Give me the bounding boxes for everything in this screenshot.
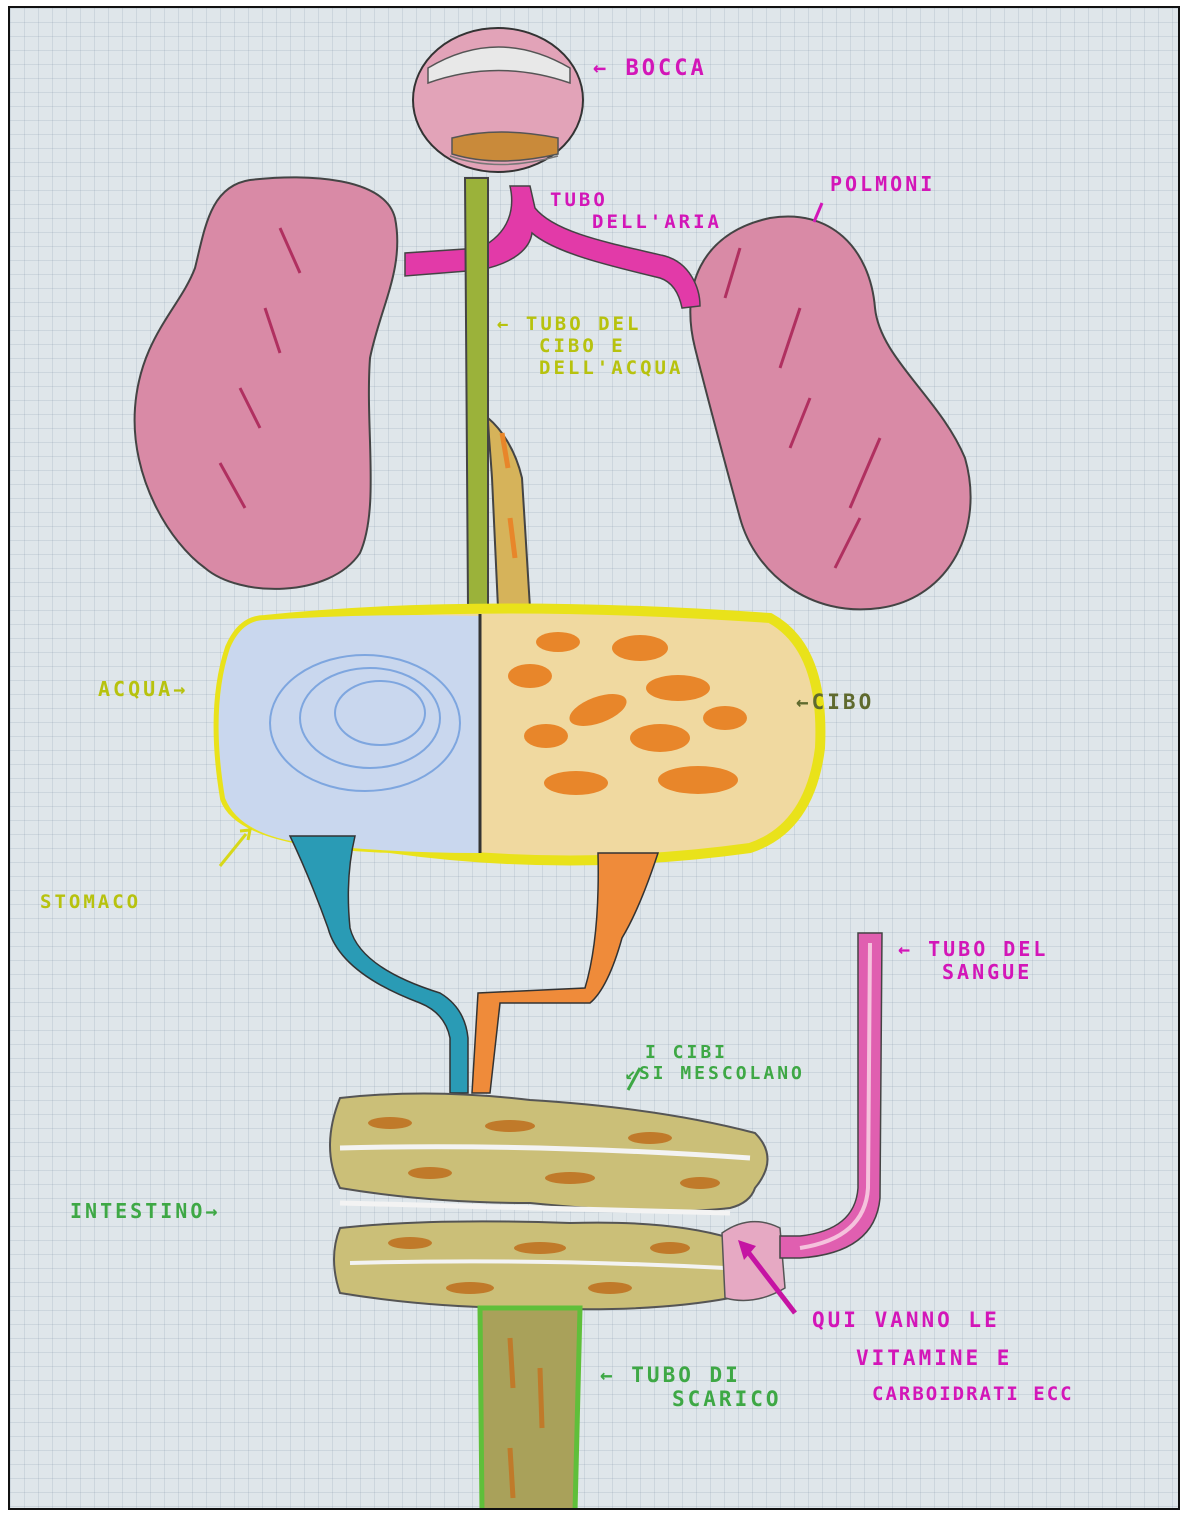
label-qui-vanno: QUI VANNO LE VITAMINE E CARBOIDRATI ECC xyxy=(812,1308,1074,1406)
label-tubo-aria: TUBO DELL'ARIA xyxy=(550,190,722,234)
label-stomaco: STOMACO xyxy=(40,892,141,914)
right-lung xyxy=(690,216,970,609)
label-qui-vanno-line1: QUI VANNO LE xyxy=(812,1308,1074,1332)
label-qui-vanno-line2: VITAMINE E xyxy=(856,1346,1074,1370)
label-tubo-sangue-line2: SANGUE xyxy=(942,961,1048,984)
label-tubo-scarico-line1: ← TUBO DI xyxy=(600,1363,782,1387)
label-tubo-scarico: ← TUBO DI SCARICO xyxy=(600,1363,782,1411)
label-polmoni: POLMONI xyxy=(830,173,935,196)
label-qui-vanno-line3: CARBOIDRATI ECC xyxy=(872,1384,1074,1406)
mouth xyxy=(413,28,583,172)
intestine xyxy=(330,1093,785,1309)
label-si-mescolano-line2: ↙SI MESCOLANO xyxy=(625,1064,805,1085)
label-tubo-sangue: ← TUBO DEL SANGUE xyxy=(898,938,1048,984)
label-tubo-cibo-line2: CIBO E xyxy=(539,336,683,358)
drain-tube xyxy=(480,1308,580,1510)
label-bocca: ← BOCCA xyxy=(593,56,707,81)
blood-tube xyxy=(780,933,882,1258)
drawing-sheet: ← BOCCA POLMONI TUBO DELL'ARIA ← TUBO DE… xyxy=(8,6,1180,1510)
water-duct xyxy=(290,836,468,1093)
stomach xyxy=(219,608,821,860)
label-si-mescolano: I CIBI ↙SI MESCOLANO xyxy=(625,1043,805,1084)
label-si-mescolano-line1: I CIBI xyxy=(645,1043,805,1064)
label-tubo-cibo: ← TUBO DEL CIBO E DELL'ACQUA xyxy=(497,314,683,380)
label-tubo-cibo-line1: ← TUBO DEL xyxy=(497,314,683,336)
label-tubo-sangue-line1: ← TUBO DEL xyxy=(898,938,1048,961)
label-tubo-aria-line2: DELL'ARIA xyxy=(592,212,722,234)
label-cibo: ←CIBO xyxy=(796,690,874,714)
label-tubo-aria-line1: TUBO xyxy=(550,190,722,212)
label-intestino: INTESTINO→ xyxy=(70,1200,220,1223)
left-lung xyxy=(135,177,398,589)
label-tubo-scarico-line2: SCARICO xyxy=(672,1387,782,1411)
label-acqua: ACQUA→ xyxy=(98,678,188,701)
label-tubo-cibo-line3: DELL'ACQUA xyxy=(539,358,683,380)
